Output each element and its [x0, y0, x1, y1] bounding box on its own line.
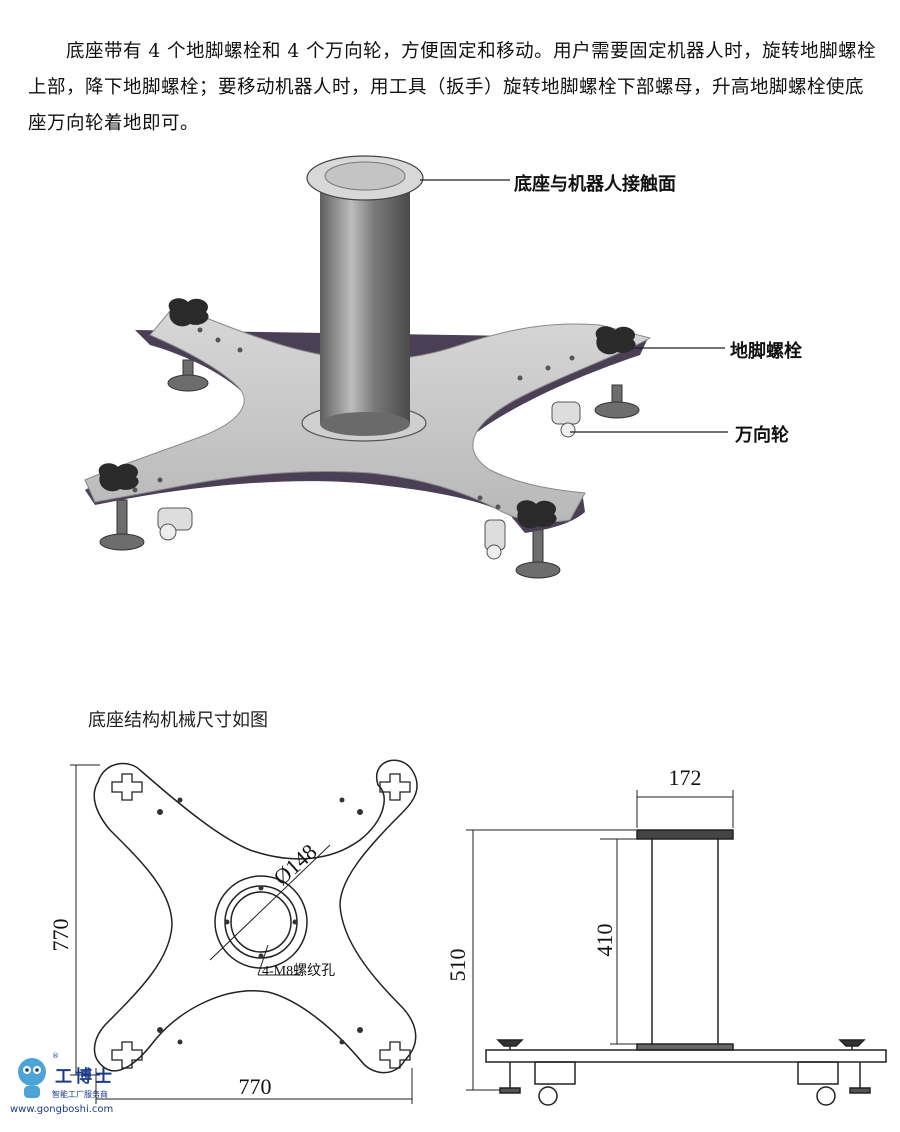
plan-dim-lines: [70, 764, 413, 1104]
callout-foot-bolt: 地脚螺栓: [730, 341, 802, 362]
dim-top-width: 172: [669, 765, 702, 790]
dim-total-height: 510: [445, 949, 470, 982]
dim-thread-holes: 4-M8螺纹孔: [262, 963, 335, 979]
foot-bolt-knobs: [98, 298, 636, 529]
logo-registered-mark: ®: [52, 1052, 59, 1060]
intro-text: 底座带有 4 个地脚螺栓和 4 个万向轮，方便固定和移动。用户需要固定机器人时，…: [28, 41, 877, 134]
plan-holes: [157, 797, 363, 1045]
foot-bolts-lower: [99, 359, 640, 579]
casters: [157, 401, 581, 560]
dim-plan-height: 770: [48, 919, 73, 952]
dim-column-height: 410: [592, 924, 617, 957]
leader-lines: [420, 179, 728, 433]
callout-caster: 万向轮: [735, 425, 789, 446]
logo-subtitle: 智能工厂服务商: [52, 1090, 108, 1099]
column: [320, 180, 410, 424]
intro-paragraph: 底座带有 4 个地脚螺栓和 4 个万向轮，方便固定和移动。用户需要固定机器人时，…: [28, 34, 878, 142]
foot-slots: [111, 773, 411, 1069]
logo-mascot-icon: [18, 1058, 46, 1098]
callout-contact-surface: 底座与机器人接触面: [514, 174, 676, 195]
side-view: [485, 829, 887, 1106]
base-illustration: [84, 155, 728, 579]
section-title: 底座结构机械尺寸如图: [88, 710, 268, 731]
plate-holes: [132, 327, 575, 510]
logo-url: www.gongboshi.com: [10, 1104, 114, 1115]
technical-drawing: 770 770 Ø148 4-M8螺纹孔 172 410 510: [48, 759, 887, 1106]
dim-plan-width: 770: [239, 1074, 272, 1099]
logo-name: 工博士: [55, 1067, 115, 1087]
dim-column-diameter: Ø148: [268, 839, 321, 890]
side-dim-lines: [466, 790, 734, 1091]
